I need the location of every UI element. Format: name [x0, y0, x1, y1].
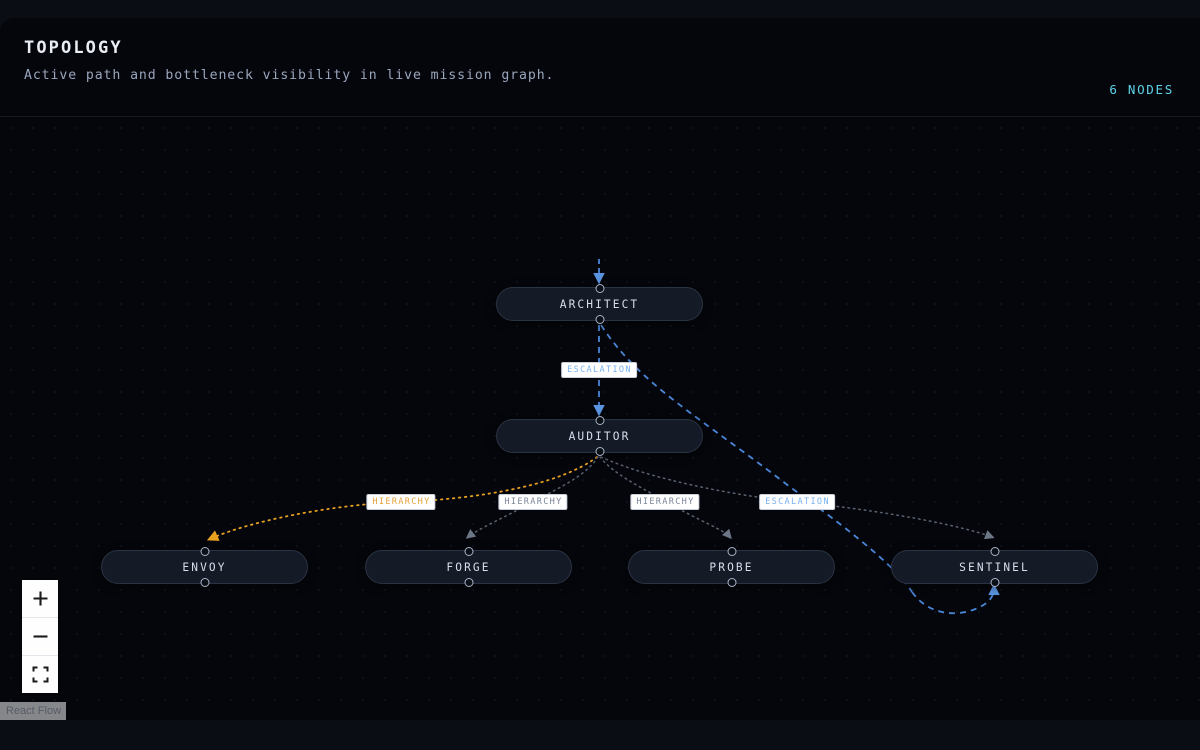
node-envoy[interactable]: ENVOY — [101, 547, 308, 587]
handle-source-architect[interactable] — [595, 315, 604, 324]
handle-target-probe[interactable] — [727, 547, 736, 556]
edge-label-architect-auditor[interactable]: ESCALATION — [561, 362, 637, 378]
handle-source-sentinel[interactable] — [990, 578, 999, 587]
edge-architect-sentinel-tail — [911, 583, 1000, 615]
handle-target-sentinel[interactable] — [990, 547, 999, 556]
edge-label-auditor-forge[interactable]: HIERARCHY — [498, 494, 568, 510]
node-forge[interactable]: FORGE — [365, 547, 572, 587]
fit-view-button[interactable] — [22, 656, 58, 693]
plus-icon — [33, 591, 47, 606]
flow-canvas[interactable]: ARCHITECT AUDITOR ENVOY FORGE PROBE — [0, 117, 1200, 720]
edge-auditor-forge[interactable] — [465, 456, 599, 539]
handle-target-envoy[interactable] — [200, 547, 209, 556]
handle-source-probe[interactable] — [727, 578, 736, 587]
handle-source-forge[interactable] — [464, 578, 473, 587]
node-architect[interactable]: ARCHITECT — [496, 284, 703, 324]
page-title: TOPOLOGY — [24, 38, 123, 58]
zoom-in-button[interactable] — [22, 580, 58, 618]
zoom-out-button[interactable] — [22, 618, 58, 656]
edge-auditor-probe[interactable] — [599, 456, 732, 540]
handle-target-architect[interactable] — [595, 284, 604, 293]
handle-source-auditor[interactable] — [595, 447, 604, 456]
edge-architect-sentinel[interactable] — [600, 324, 913, 593]
fit-view-icon — [32, 666, 48, 683]
node-label: SENTINEL — [959, 560, 1030, 574]
minus-icon — [33, 635, 47, 638]
node-sentinel[interactable]: SENTINEL — [891, 547, 1098, 587]
edge-label-architect-sentinel[interactable]: ESCALATION — [759, 494, 835, 510]
topology-panel: TOPOLOGY Active path and bottleneck visi… — [0, 18, 1200, 720]
node-count-badge: 6 NODES — [1109, 82, 1174, 97]
edge-auditor-sentinel[interactable] — [600, 456, 995, 540]
node-label: ARCHITECT — [559, 297, 640, 311]
panel-header: TOPOLOGY Active path and bottleneck visi… — [0, 18, 1200, 117]
flow-controls — [22, 580, 58, 693]
node-label: AUDITOR — [568, 429, 631, 443]
handle-target-forge[interactable] — [464, 547, 473, 556]
handle-target-auditor[interactable] — [595, 416, 604, 425]
handle-source-envoy[interactable] — [200, 578, 209, 587]
node-label: ENVOY — [182, 560, 227, 574]
react-flow-attribution[interactable]: React Flow — [0, 702, 67, 720]
edge-label-auditor-probe[interactable]: HIERARCHY — [630, 494, 700, 510]
page-subtitle: Active path and bottleneck visibility in… — [24, 68, 555, 83]
node-auditor[interactable]: AUDITOR — [496, 416, 703, 456]
node-probe[interactable]: PROBE — [628, 547, 835, 587]
node-label: FORGE — [446, 560, 491, 574]
node-label: PROBE — [709, 560, 754, 574]
edge-label-auditor-envoy[interactable]: HIERARCHY — [366, 494, 436, 510]
